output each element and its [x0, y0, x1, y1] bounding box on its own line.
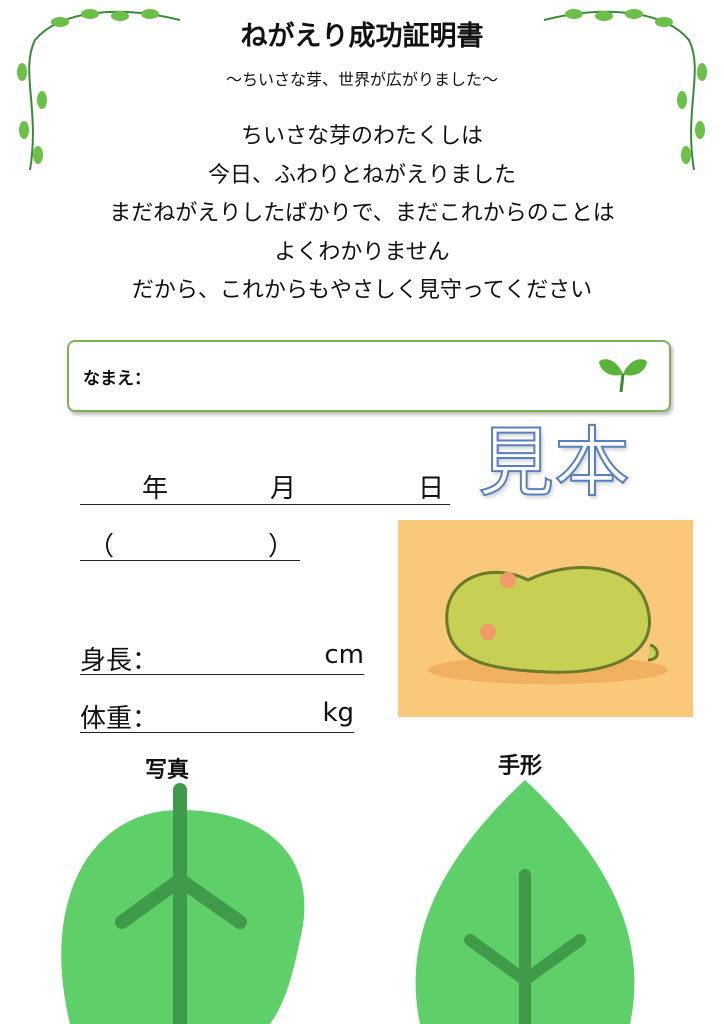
vine-leaves-left-icon — [17, 9, 159, 164]
sprout-icon — [599, 359, 647, 393]
bean-illustration — [398, 520, 693, 717]
height-unit: cm — [324, 640, 364, 670]
handprint-leaf-vein-icon — [464, 869, 586, 1024]
height-label: 身長： — [80, 646, 159, 676]
poem-line: 今日、ふわりとねがえりました — [207, 162, 516, 188]
poem-line: ちいさな芽のわたくしは — [240, 124, 483, 149]
name-label: なまえ： — [83, 369, 151, 389]
year-label: 年 — [142, 474, 169, 504]
sleeping-bean-icon — [428, 566, 668, 684]
height-field[interactable]: 身長： cm — [80, 640, 364, 676]
poem-line: よくわかりません — [274, 239, 450, 265]
vine-right-icon — [543, 10, 696, 171]
photo-leaf-vein-icon — [115, 783, 247, 1024]
paren-close: ） — [268, 532, 295, 562]
weight-field[interactable]: 体重： kg — [80, 698, 354, 734]
poem-line: だから、これからもやさしく見守ってください — [131, 278, 593, 303]
photo-label: 写真 — [145, 758, 190, 783]
poem: ちいさな芽のわたくしは 今日、ふわりとねがえりました まだねがえりしたばかりで、… — [0, 118, 724, 311]
page-title: ねがえり成功証明書 — [240, 21, 484, 52]
subtitle: 〜ちいさな芽、世界が広がりました〜 — [225, 70, 498, 89]
poem-line: まだねがえりしたばかりで、まだこれからのことは — [109, 201, 615, 226]
weight-label: 体重： — [80, 704, 159, 734]
handprint-label: 手形 — [498, 754, 543, 779]
paren-open: （ — [88, 532, 115, 562]
weight-unit: kg — [322, 698, 354, 728]
vine-left-icon — [28, 10, 181, 171]
day-label: 日 — [418, 474, 445, 504]
weekday-field[interactable]: （ ） — [80, 526, 300, 562]
vine-leaves-right-icon — [565, 9, 707, 164]
month-label: 月 — [270, 474, 297, 504]
date-field[interactable]: 年 月 日 — [80, 468, 450, 505]
name-field[interactable]: なまえ： — [67, 340, 671, 412]
